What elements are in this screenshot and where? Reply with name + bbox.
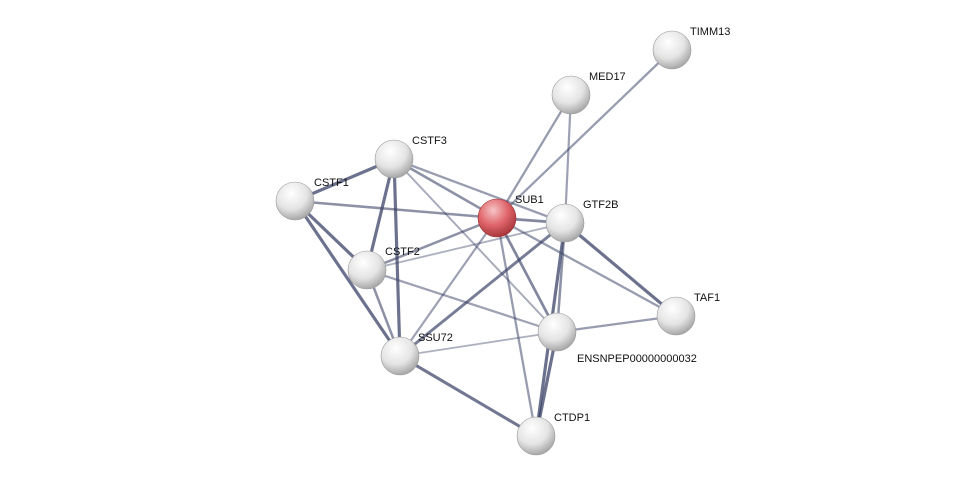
edge-gtf2b-cstf2[interactable] (366, 222, 566, 271)
node-label-med17: MED17 (589, 71, 626, 83)
edge-cstf1-ssu72[interactable] (293, 200, 402, 357)
node-med17[interactable] (551, 75, 591, 115)
edge-cstf3-gtf2b[interactable] (393, 157, 566, 225)
edge-sub1-ctdp1[interactable] (495, 217, 538, 437)
node-sub1[interactable] (477, 198, 517, 238)
edge-cstf3-sub1[interactable] (393, 157, 498, 220)
edge-ensnpep-taf1[interactable] (556, 314, 677, 334)
edge-sub1-ssu72[interactable] (399, 217, 498, 357)
edge-ssu72-ctdp1[interactable] (399, 354, 537, 438)
edge-sub1-taf1[interactable] (496, 216, 677, 318)
node-timm13[interactable] (652, 30, 692, 70)
node-label-timm13: TIMM13 (690, 26, 730, 38)
node-label-cstf2: CSTF2 (385, 246, 420, 258)
node-taf1[interactable] (656, 296, 696, 336)
node-label-ssu72: SSU72 (418, 332, 453, 344)
edge-sub1-cstf2[interactable] (366, 216, 498, 272)
node-label-taf1: TAF1 (694, 292, 720, 304)
edge-med17-sub1[interactable] (496, 94, 572, 219)
edge-cstf2-ensnpep[interactable] (366, 268, 558, 334)
edge-ensnpep-ssu72[interactable] (399, 331, 558, 357)
node-ensnpep[interactable] (537, 312, 577, 352)
node-label-sub1: SUB1 (515, 194, 544, 206)
node-ctdp1[interactable] (516, 416, 556, 456)
node-cstf3[interactable] (374, 139, 414, 179)
node-gtf2b[interactable] (545, 203, 585, 243)
node-cstf1[interactable] (275, 181, 315, 221)
edge-gtf2b-taf1[interactable] (563, 221, 678, 318)
edge-timm13-sub1[interactable] (496, 49, 673, 219)
node-label-ensnpep: ENSNPEP00000000032 (577, 353, 697, 365)
edge-cstf1-sub1[interactable] (294, 199, 498, 220)
node-label-cstf1: CSTF1 (314, 177, 349, 189)
edge-gtf2b-ssu72[interactable] (399, 221, 566, 358)
node-label-cstf3: CSTF3 (412, 135, 447, 147)
edge-sub1-ensnpep[interactable] (495, 217, 559, 333)
edge-cstf3-ensnpep[interactable] (393, 158, 558, 333)
edge-med17-gtf2b[interactable] (563, 94, 573, 224)
node-label-gtf2b: GTF2B (583, 199, 618, 211)
node-ssu72[interactable] (380, 336, 420, 376)
node-label-ctdp1: CTDP1 (554, 412, 590, 424)
node-cstf2[interactable] (347, 250, 387, 290)
